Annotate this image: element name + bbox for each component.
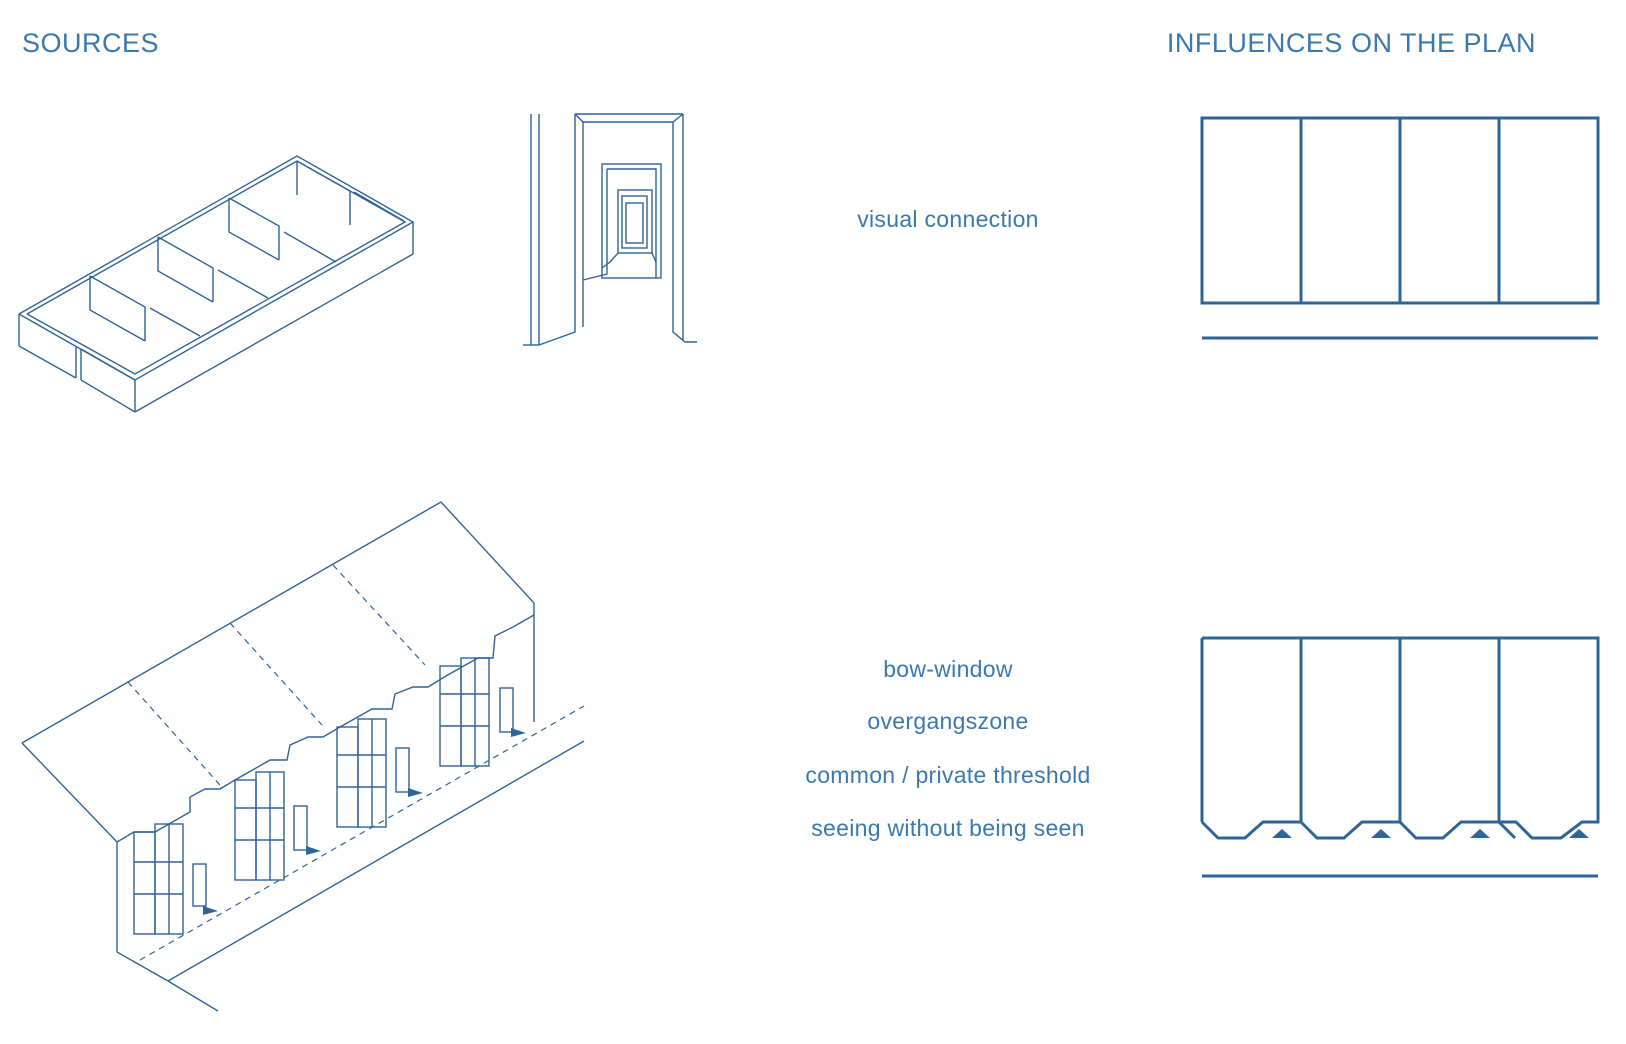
plan-diagram-visual-connection xyxy=(1200,116,1600,340)
isometric-row-houses-drawing xyxy=(21,501,585,1012)
label-bow-window: bow-window xyxy=(883,656,1013,682)
sources-heading: SOURCES xyxy=(22,28,160,58)
house-3 xyxy=(336,718,410,828)
enfilade-perspective-drawing xyxy=(523,113,697,346)
influences-heading: INFLUENCES ON THE PLAN xyxy=(1166,28,1536,58)
label-common-private-threshold: common / private threshold xyxy=(805,762,1091,788)
isometric-plan-drawing xyxy=(18,155,415,413)
house-1 xyxy=(133,823,207,935)
label-seeing-without-being-seen: seeing without being seen xyxy=(811,815,1085,841)
house-2 xyxy=(234,771,308,881)
plan-diagram-bow-window xyxy=(1200,636,1600,878)
house-4 xyxy=(439,657,514,767)
label-overgangszone: overgangszone xyxy=(867,708,1029,734)
label-visual-connection: visual connection xyxy=(857,206,1039,232)
